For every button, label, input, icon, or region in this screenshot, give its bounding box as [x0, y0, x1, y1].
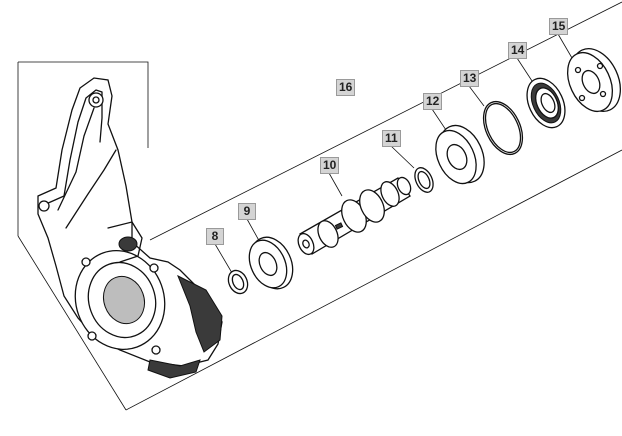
callout-part-12[interactable]: 12	[423, 93, 443, 110]
callout-part-8[interactable]: 8	[206, 228, 224, 245]
part-9-bearing	[248, 236, 294, 290]
part-14-seal	[526, 77, 566, 129]
leader-lines	[214, 33, 573, 279]
callout-part-13[interactable]: 13	[460, 70, 480, 87]
assembly-frame	[17, 1, 622, 411]
part-13-oring	[482, 100, 524, 156]
part-8-oring	[227, 269, 249, 295]
callout-part-9[interactable]: 9	[238, 203, 256, 220]
part-11-oring	[414, 167, 434, 193]
part-10-shaft	[297, 176, 412, 256]
callout-part-10[interactable]: 10	[320, 157, 340, 174]
part-15-flange	[566, 48, 621, 112]
gearbox-housing	[37, 77, 223, 379]
callout-part-15[interactable]: 15	[549, 18, 569, 35]
callout-part-11[interactable]: 11	[382, 130, 401, 147]
callout-part-16[interactable]: 16	[336, 79, 356, 96]
part-12-bearing	[435, 124, 485, 185]
callout-part-14[interactable]: 14	[508, 42, 528, 59]
